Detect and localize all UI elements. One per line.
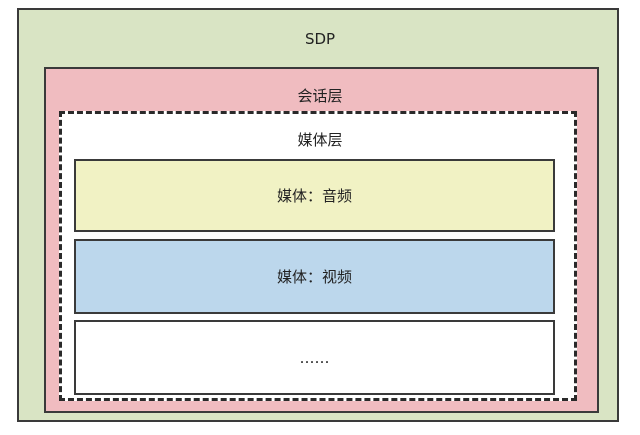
media-audio-label: 媒体：音频 xyxy=(276,187,352,205)
media-video-box: 媒体：视频 xyxy=(74,239,555,314)
media-more-box: …… xyxy=(74,320,555,395)
media-audio-box: 媒体：音频 xyxy=(74,159,555,232)
sdp-label: SDP xyxy=(304,30,336,48)
session-layer-label: 会话层 xyxy=(297,87,343,105)
media-more-label: …… xyxy=(299,348,330,367)
media-video-label: 媒体：视频 xyxy=(276,268,352,286)
media-layer-label: 媒体层 xyxy=(297,131,343,149)
